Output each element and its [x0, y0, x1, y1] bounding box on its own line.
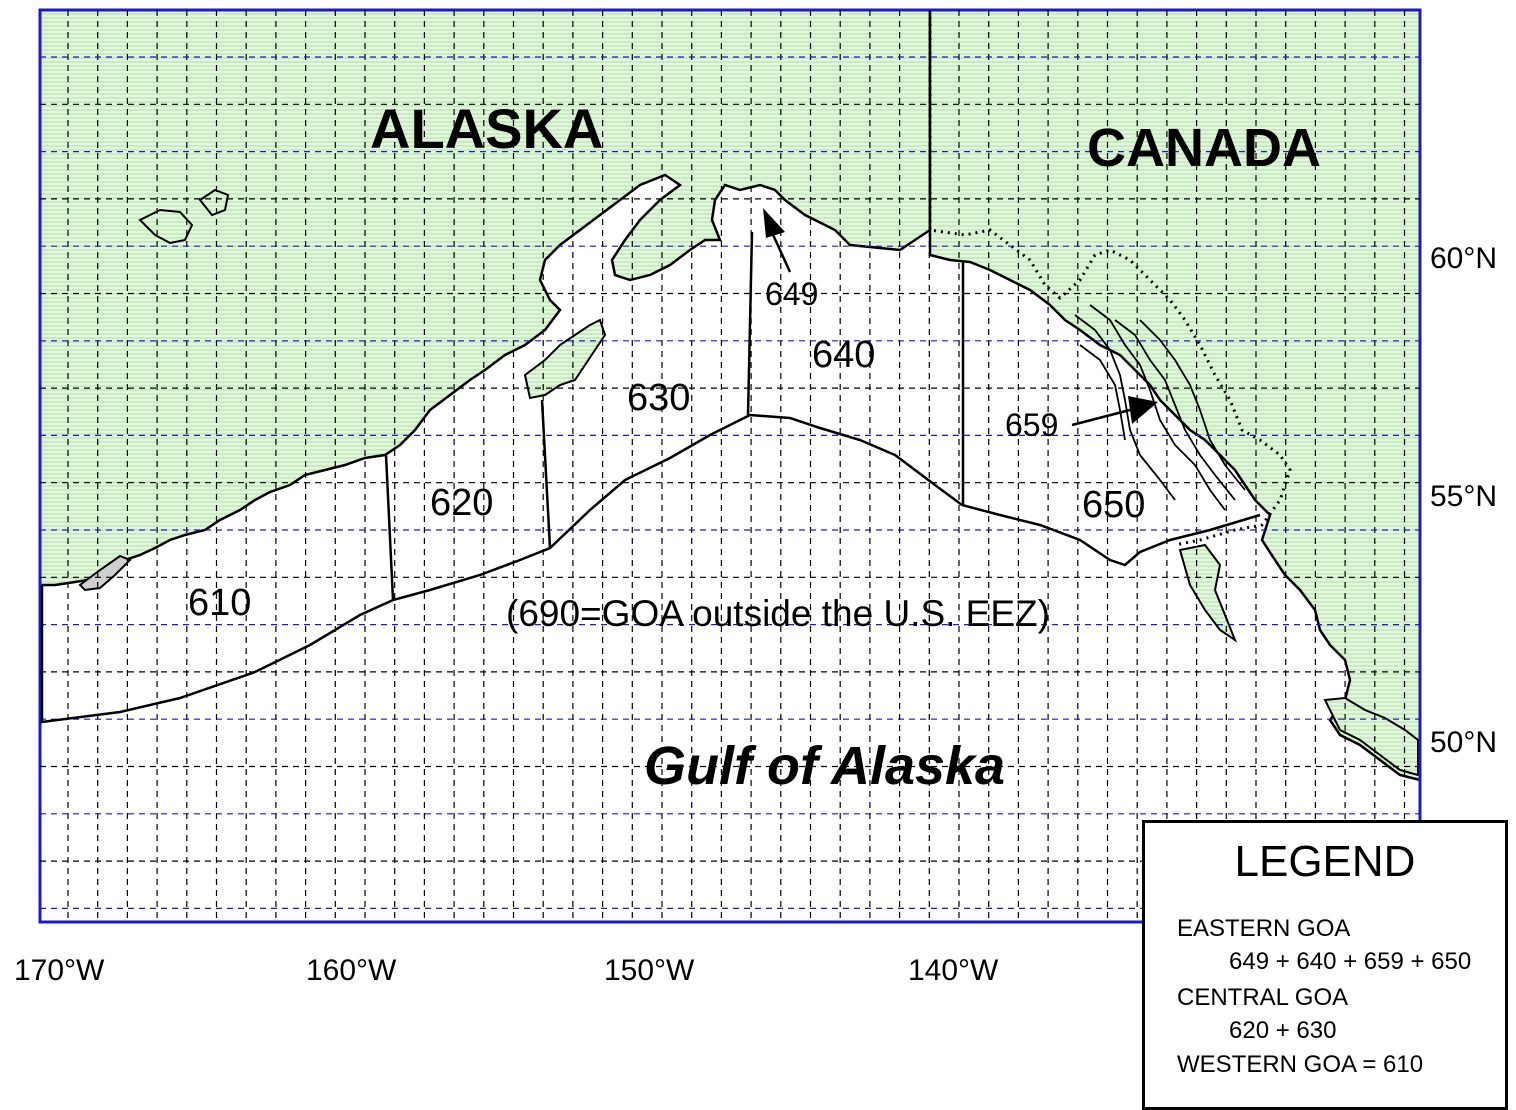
area-boundaries	[40, 231, 1261, 724]
island-d	[1178, 543, 1238, 643]
arrow-659	[1071, 396, 1158, 427]
boundary-630-640	[746, 231, 754, 416]
island-b	[198, 188, 230, 217]
area-620-label: 620	[430, 482, 493, 524]
island-e	[1323, 696, 1419, 777]
legend-western: WESTERN GOA = 610	[1177, 1051, 1424, 1078]
boundary-620-630	[540, 399, 552, 549]
lon-label-140w: 140°W	[908, 954, 999, 987]
area-630-label: 630	[627, 377, 690, 419]
legend-eastern-label: EASTERN GOA	[1177, 915, 1351, 942]
legend-eastern-value: 649 + 640 + 659 + 650	[1229, 948, 1472, 975]
graticule	[40, 10, 1420, 922]
legend-box: LEGEND EASTERN GOA 649 + 640 + 659 + 650…	[1142, 820, 1508, 1110]
legend-title: LEGEND	[1234, 837, 1416, 886]
area-649-label: 649	[765, 276, 818, 312]
alaska-canada-border	[928, 10, 1292, 547]
lon-label-150w: 150°W	[604, 954, 695, 987]
legend-central-value: 620 + 630	[1229, 1017, 1337, 1044]
lat-label-60n: 60°N	[1430, 242, 1497, 275]
outside-eez-note: (690=GOA outside the U.S. EEZ)	[506, 593, 1050, 634]
lon-label-160w: 160°W	[306, 954, 397, 987]
area-650-label: 650	[1082, 484, 1145, 526]
boundary-610-620	[384, 454, 395, 601]
area-640-label: 640	[812, 334, 875, 376]
kodiak-island	[523, 318, 607, 400]
canada-land	[928, 8, 1422, 782]
map-frame	[38, 8, 1422, 924]
area-610-label: 610	[188, 582, 251, 624]
eez-outer-boundary	[40, 413, 1261, 724]
alaska-land	[38, 8, 932, 587]
inside-waters-659	[1074, 304, 1246, 511]
lat-label-55n: 55°N	[1430, 480, 1497, 513]
area-659-label: 659	[1005, 407, 1058, 443]
gulf-of-alaska-label: Gulf of Alaska	[644, 736, 1005, 796]
lat-label-50n: 50°N	[1430, 726, 1497, 759]
island-c	[78, 554, 132, 592]
canada-label: CANADA	[1087, 118, 1321, 178]
arrow-649	[763, 208, 792, 273]
lon-label-170w: 170°W	[14, 954, 105, 987]
legend-central-label: CENTRAL GOA	[1177, 984, 1349, 1011]
alaska-label: ALASKA	[370, 97, 603, 160]
island-a	[138, 208, 194, 245]
